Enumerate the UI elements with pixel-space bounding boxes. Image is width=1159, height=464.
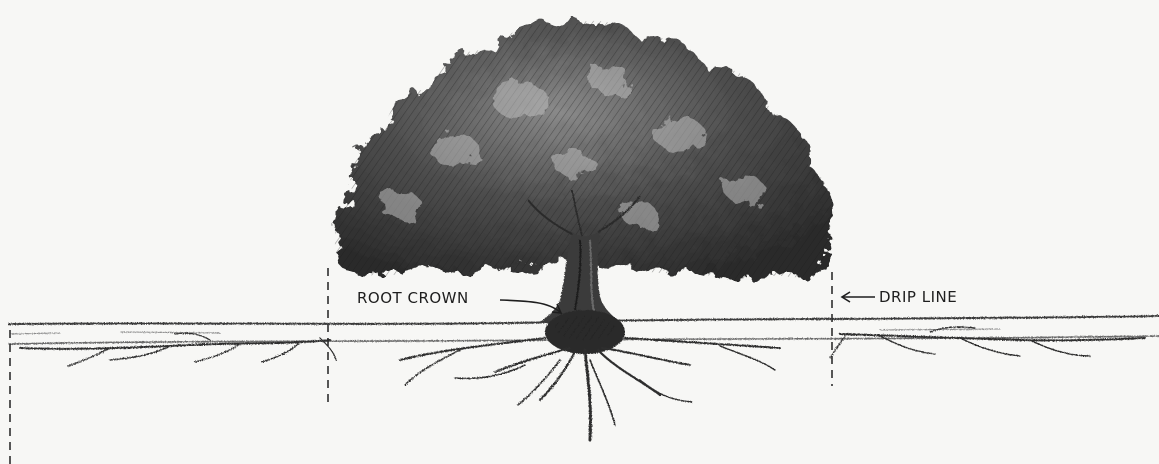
root-crown-label: ROOT CROWN (357, 291, 469, 306)
root-crown (545, 310, 625, 354)
arrow-left-icon (842, 292, 875, 302)
drip-line-label: DRIP LINE (879, 290, 957, 305)
arrow-right-icon (500, 300, 561, 313)
